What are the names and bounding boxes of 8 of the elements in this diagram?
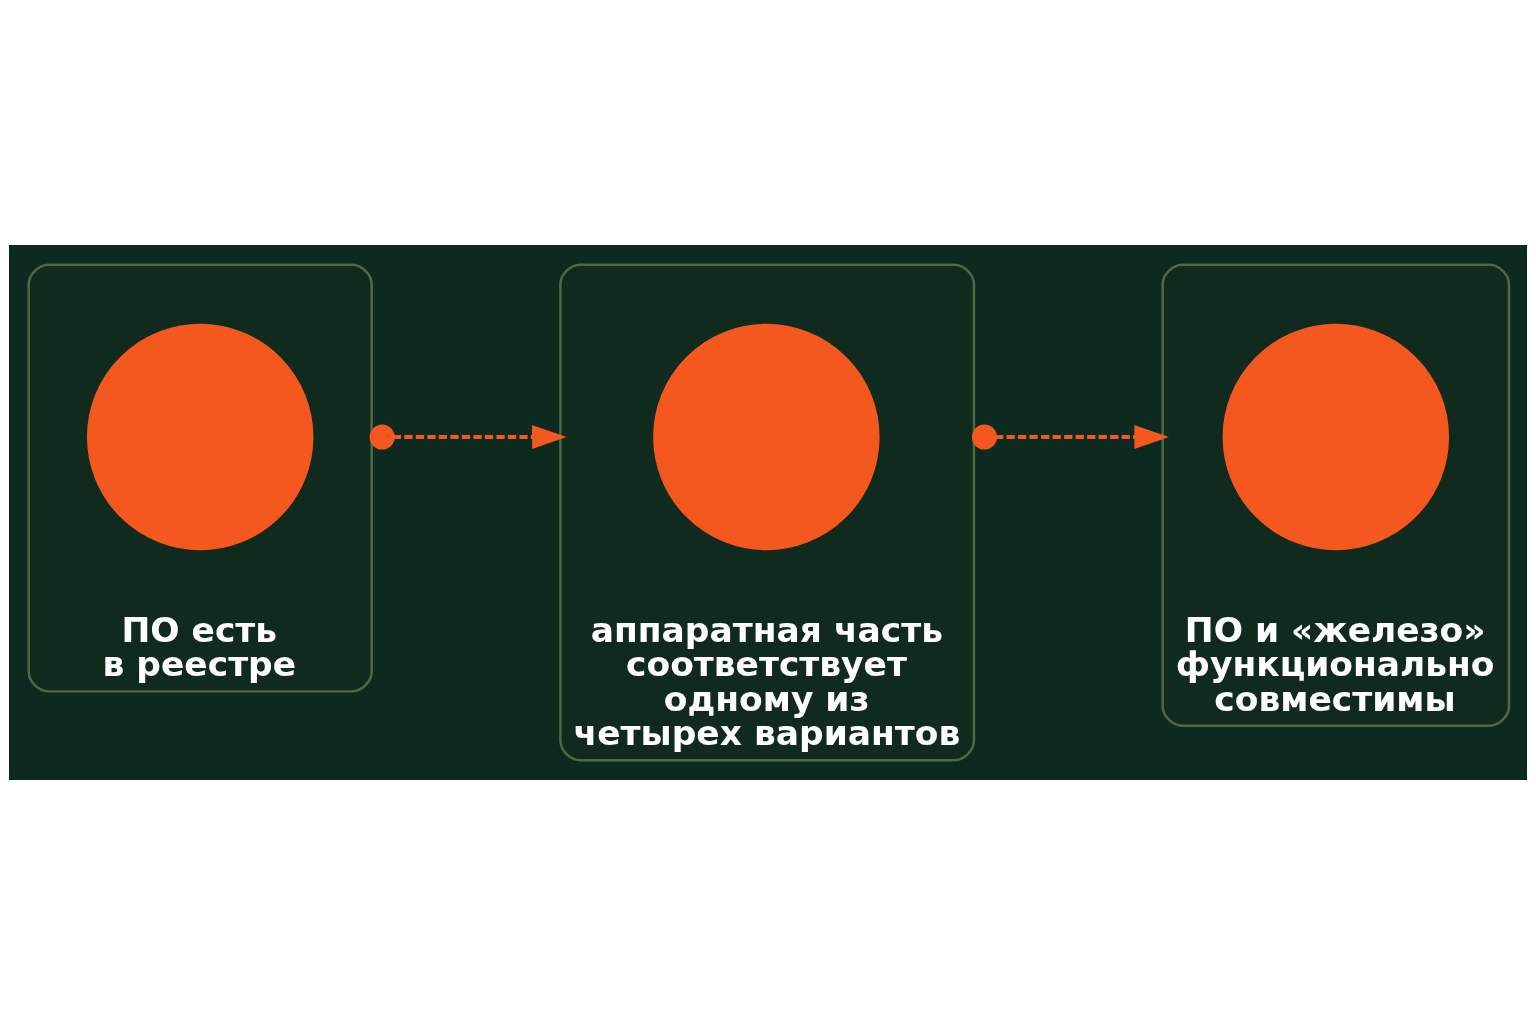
node-circle (86, 323, 314, 550)
cluster: ПО есть в реестре (27, 262, 373, 693)
arrow (971, 423, 1169, 450)
node-circle (1222, 323, 1450, 550)
cluster: ПО и «железо» функционально совместимы (1161, 262, 1511, 727)
cluster: аппаратная часть соответствует одному из четырех вариантов (559, 262, 976, 762)
node-circle (653, 323, 880, 550)
arrow (369, 423, 567, 450)
